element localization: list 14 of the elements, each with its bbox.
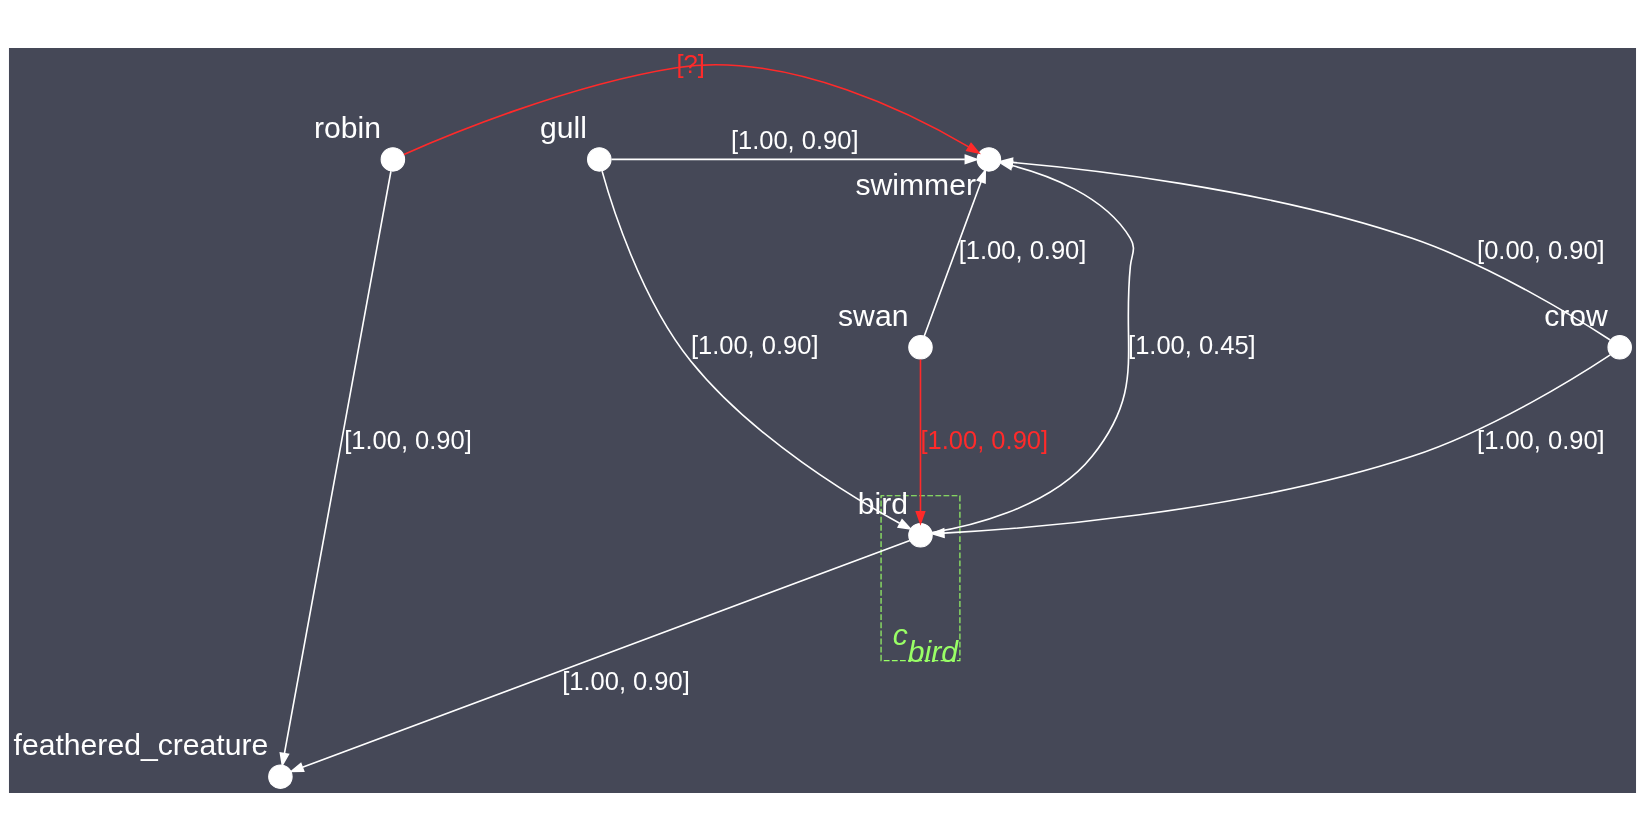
edge-label: [0.00, 0.90] — [1477, 235, 1605, 264]
edge-label: [1.00, 0.90] — [344, 425, 472, 454]
edge-label: [1.00, 0.90] — [690, 330, 819, 359]
node-label: gull — [540, 110, 587, 144]
edge-label: [1.00, 0.90] — [1477, 425, 1605, 454]
edge-label: [1.00, 0.90] — [730, 125, 859, 154]
node-label: swimmer — [855, 167, 976, 201]
edge-label: [1.00, 0.90] — [562, 666, 690, 695]
edge-label: [1.00, 0.90] — [958, 235, 1087, 264]
edge-label: [1.00, 0.90] — [920, 425, 1049, 454]
node-label: robin — [313, 110, 381, 144]
node-label: swan — [838, 298, 909, 332]
node-label: feathered_creature — [13, 727, 269, 761]
edge-label: [1.00, 0.45] — [1128, 330, 1256, 359]
